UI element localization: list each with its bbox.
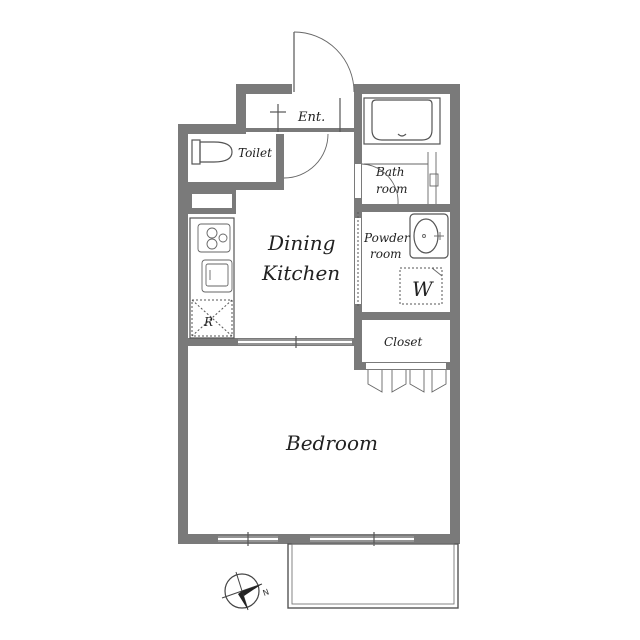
kitchen-counter: [189, 217, 235, 339]
bath-label-2: room: [376, 182, 408, 196]
north-label: N: [262, 587, 271, 598]
washer-space: [399, 267, 443, 305]
bath-door: [361, 163, 399, 205]
powder-label-1: Powder: [363, 231, 411, 245]
dining-label-1: Dining: [267, 231, 335, 255]
north-arrow-icon: [242, 584, 262, 596]
interior-walls: [188, 84, 450, 542]
powder-label-2: room: [370, 247, 402, 261]
closet-label: Closet: [384, 335, 423, 349]
toilet-label: Toilet: [238, 146, 272, 160]
closet-doors: [367, 370, 447, 393]
refrigerator-space: [191, 299, 233, 337]
bath-label-1: Bath: [375, 165, 405, 179]
bedroom-label: Bedroom: [285, 431, 378, 455]
balcony: [287, 543, 459, 609]
compass-rose: [221, 571, 263, 611]
toilet-fixture: [191, 139, 233, 165]
entrance-door: [293, 31, 355, 93]
bathtub: [363, 97, 441, 204]
entrance-label: Ent.: [297, 110, 325, 125]
refrigerator-label: R: [203, 315, 213, 329]
dining-label-2: Kitchen: [261, 261, 340, 285]
toilet-door: [283, 133, 329, 179]
washer-label: W: [412, 277, 434, 301]
powder-sink: [409, 213, 449, 259]
